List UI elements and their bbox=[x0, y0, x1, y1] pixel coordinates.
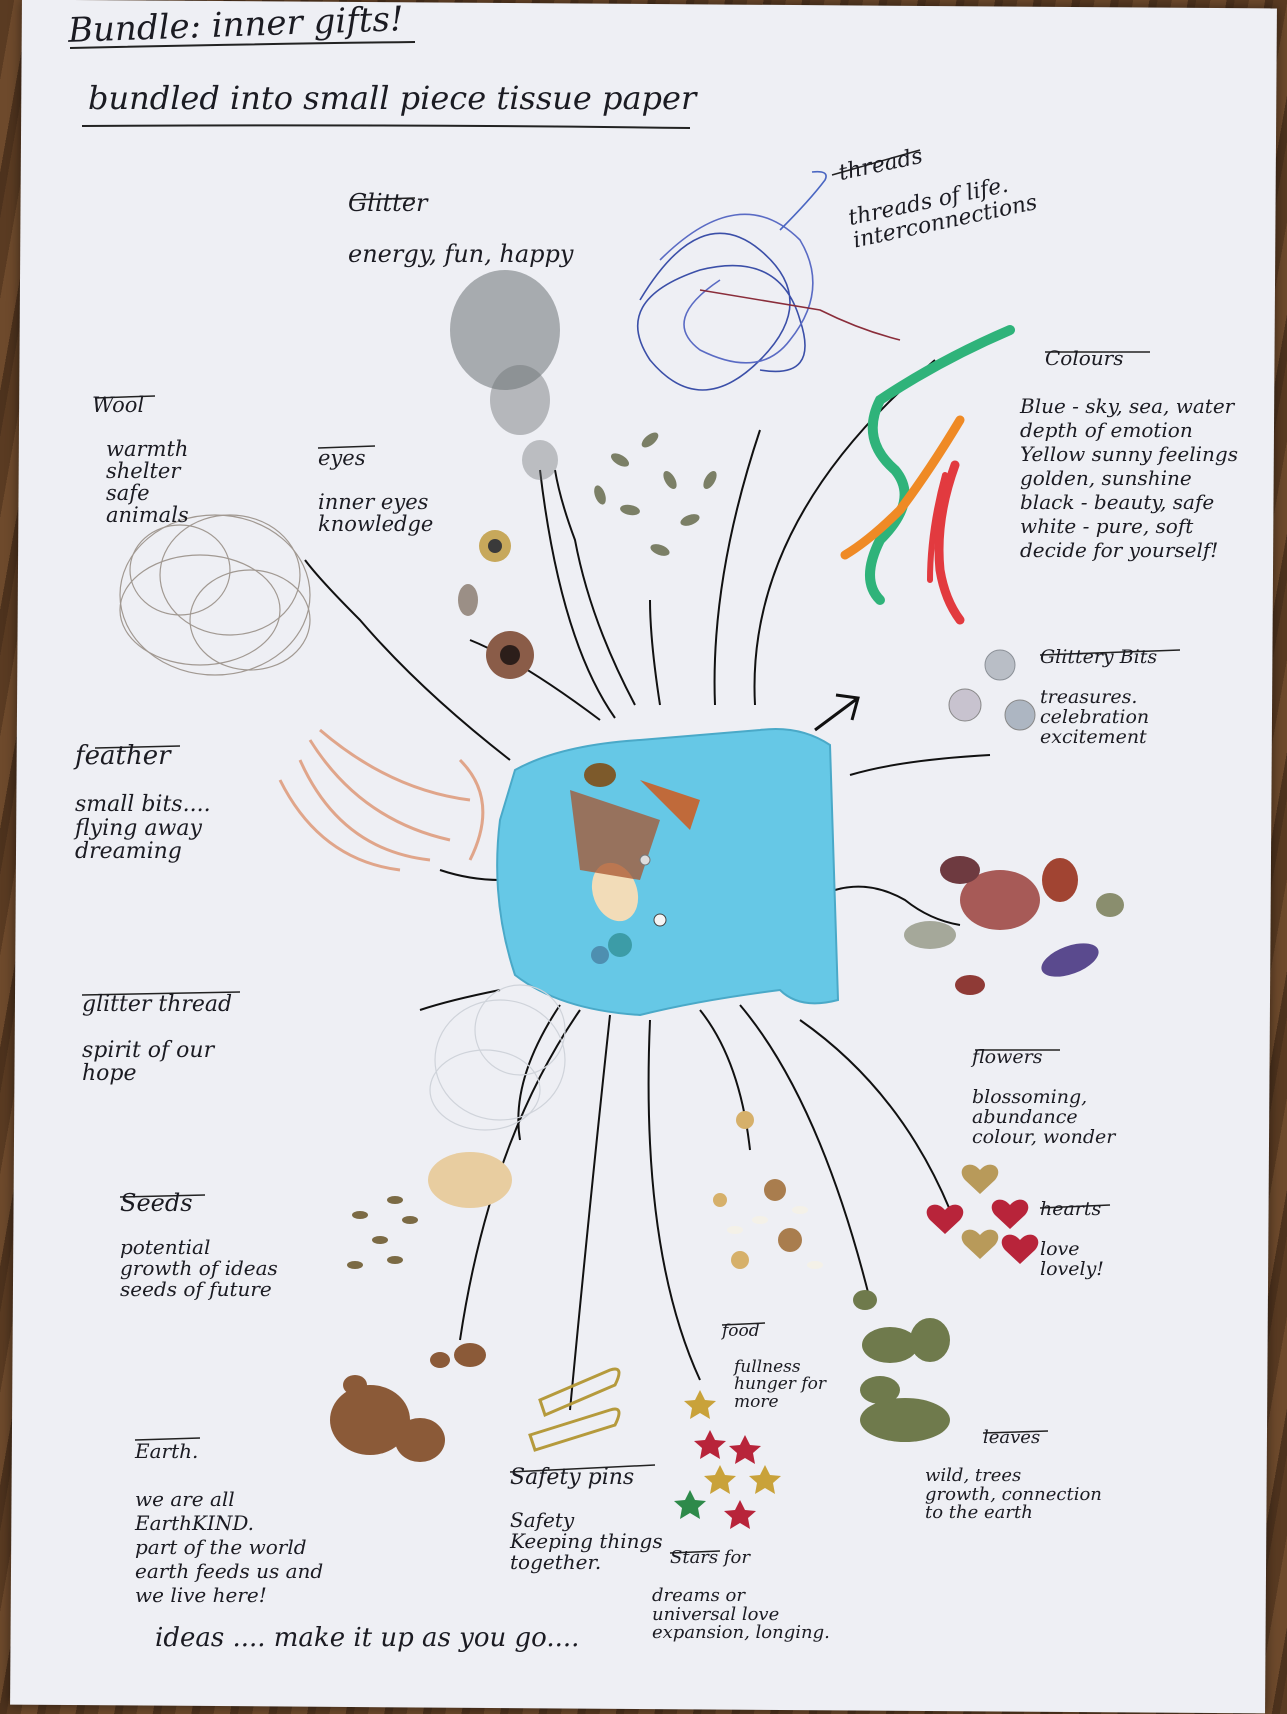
label-seeds-text: potential growth of ideas seeds of futur… bbox=[120, 1237, 278, 1300]
label-stars-heading: Stars for bbox=[652, 1549, 830, 1568]
label-safety-pins: Safety pins Safety Keeping things togeth… bbox=[510, 1445, 663, 1594]
lavender-seeds bbox=[592, 430, 719, 558]
label-wool-heading: Wool bbox=[92, 394, 189, 416]
coloured-wool-strands bbox=[845, 330, 1010, 620]
label-stars: Stars for dreams or universal love expan… bbox=[652, 1530, 830, 1662]
arrow-mark bbox=[815, 695, 858, 730]
food-grains bbox=[713, 1111, 823, 1269]
label-glitter: Glitter energy, fun, happy bbox=[348, 166, 573, 292]
label-colours: Colours Blue - sky, sea, water depth of … bbox=[1020, 322, 1238, 586]
label-food: food fullness hunger for more bbox=[722, 1305, 826, 1430]
label-threads-text: threads of life. interconnections bbox=[846, 169, 1039, 253]
label-food-heading: food bbox=[722, 1323, 826, 1341]
label-glitter-heading: Glitter bbox=[348, 191, 573, 216]
label-flowers: flowers blossoming, abundance colour, wo… bbox=[972, 1028, 1115, 1168]
label-hearts-heading: hearts bbox=[1040, 1200, 1104, 1220]
subtitle-underline bbox=[82, 125, 690, 128]
label-safety-pins-heading: Safety pins bbox=[510, 1466, 663, 1489]
heart-sequins bbox=[927, 1165, 1039, 1264]
label-glitter-thread: glitter thread spirit of our hope bbox=[82, 970, 232, 1109]
label-glittery-bits-text: treasures. celebration excitement bbox=[1040, 688, 1157, 748]
label-colours-heading: Colours bbox=[1020, 346, 1238, 370]
label-leaves-heading: leaves bbox=[925, 1429, 1102, 1448]
label-eyes-text: inner eyes knowledge bbox=[318, 491, 433, 535]
feather-wisps bbox=[280, 730, 483, 870]
tissue-paper-bundle bbox=[497, 729, 838, 1015]
label-glitter-thread-heading: glitter thread bbox=[82, 993, 232, 1016]
label-earth: Earth. we are all EarthKIND. part of the… bbox=[135, 1415, 323, 1631]
label-glittery-bits-heading: Glittery Bits bbox=[1040, 648, 1157, 668]
label-flowers-heading: flowers bbox=[972, 1048, 1115, 1068]
label-wool-text: warmth shelter safe animals bbox=[92, 438, 189, 526]
label-hearts-text: love lovely! bbox=[1040, 1240, 1104, 1280]
label-eyes: eyes inner eyes knowledge bbox=[318, 425, 433, 557]
label-colours-text: Blue - sky, sea, water depth of emotion … bbox=[1020, 394, 1238, 562]
label-hearts: hearts love lovely! bbox=[1040, 1180, 1104, 1300]
label-feather-heading: feather bbox=[75, 743, 211, 770]
poster-subtitle: bundled into small piece tissue paper bbox=[88, 82, 696, 116]
label-eyes-heading: eyes bbox=[318, 447, 433, 469]
label-leaves-text: wild, trees growth, connection to the ea… bbox=[925, 1467, 1102, 1524]
label-stars-text: dreams or universal love expansion, long… bbox=[652, 1587, 830, 1644]
label-wool: Wool warmth shelter safe animals bbox=[92, 372, 189, 548]
label-glitter-text: energy, fun, happy bbox=[348, 242, 573, 267]
label-seeds-heading: Seeds bbox=[120, 1191, 278, 1216]
googly-eyes bbox=[458, 530, 534, 679]
label-feather: feather small bits.... flying away dream… bbox=[75, 720, 211, 886]
glitter-pile bbox=[450, 270, 560, 480]
label-glitter-thread-text: spirit of our hope bbox=[82, 1039, 232, 1085]
dried-flowers bbox=[904, 856, 1124, 995]
glitter-thread-tangle bbox=[430, 985, 565, 1130]
label-food-text: fullness hunger for more bbox=[722, 1359, 826, 1413]
label-earth-text: we are all EarthKIND. part of the world … bbox=[135, 1487, 323, 1607]
label-seeds: Seeds potential growth of ideas seeds of… bbox=[120, 1170, 278, 1321]
label-glittery-bits: Glittery Bits treasures. celebration exc… bbox=[1040, 628, 1157, 768]
label-safety-pins-text: Safety Keeping things together. bbox=[510, 1510, 663, 1573]
glittery-sequins bbox=[949, 650, 1035, 730]
safety-pins bbox=[530, 1369, 619, 1450]
label-leaves: leaves wild, trees growth, connection to… bbox=[925, 1410, 1102, 1542]
label-feather-text: small bits.... flying away dreaming bbox=[75, 793, 211, 862]
label-earth-heading: Earth. bbox=[135, 1439, 323, 1463]
earth-clumps bbox=[330, 1343, 486, 1462]
label-flowers-text: blossoming, abundance colour, wonder bbox=[972, 1088, 1115, 1148]
footer-note: ideas .... make it up as you go.... bbox=[155, 1625, 579, 1652]
